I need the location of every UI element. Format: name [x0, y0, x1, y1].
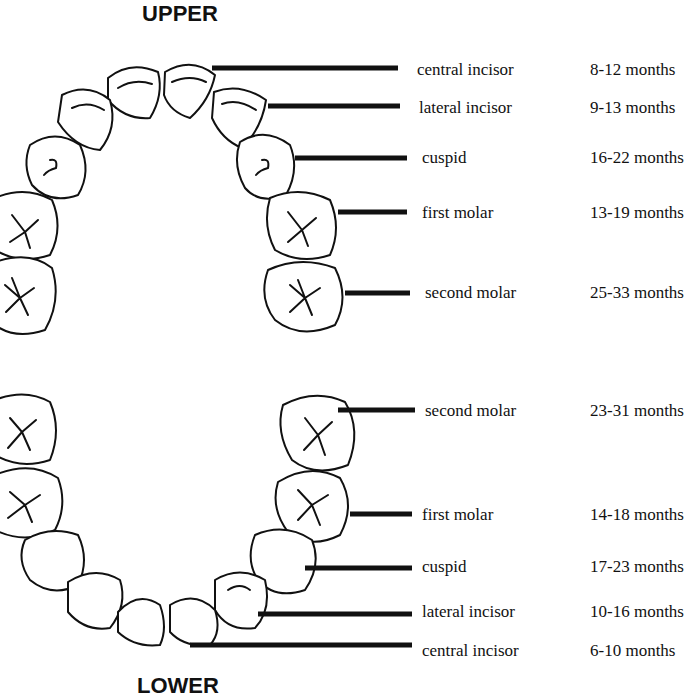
- tooth-outlines: [0, 65, 354, 646]
- tooth-name: first molar: [422, 204, 493, 223]
- eruption-age: 17-23 months: [590, 558, 684, 577]
- eruption-age: 13-19 months: [590, 204, 684, 223]
- tooth-name: second molar: [425, 402, 516, 421]
- leader-lines: [190, 68, 415, 645]
- eruption-age: 10-16 months: [590, 603, 684, 622]
- tooth-name: lateral incisor: [419, 99, 512, 118]
- eruption-age: 14-18 months: [590, 506, 684, 525]
- tooth-name: lateral incisor: [422, 603, 515, 622]
- tooth-name: cuspid: [422, 149, 466, 168]
- tooth-name: central incisor: [417, 61, 514, 80]
- tooth-name: cuspid: [422, 558, 466, 577]
- tooth-name: second molar: [425, 284, 516, 303]
- eruption-age: 23-31 months: [590, 402, 684, 421]
- jaw-heading: LOWER: [137, 674, 219, 698]
- eruption-age: 6-10 months: [590, 642, 675, 661]
- tooth-name: central incisor: [422, 642, 519, 661]
- eruption-age: 16-22 months: [590, 149, 684, 168]
- tooth-name: first molar: [422, 506, 493, 525]
- tooth-details: [5, 78, 332, 590]
- jaw-heading: UPPER: [142, 2, 218, 26]
- eruption-age: 9-13 months: [590, 99, 675, 118]
- eruption-age: 25-33 months: [590, 284, 684, 303]
- eruption-age: 8-12 months: [590, 61, 675, 80]
